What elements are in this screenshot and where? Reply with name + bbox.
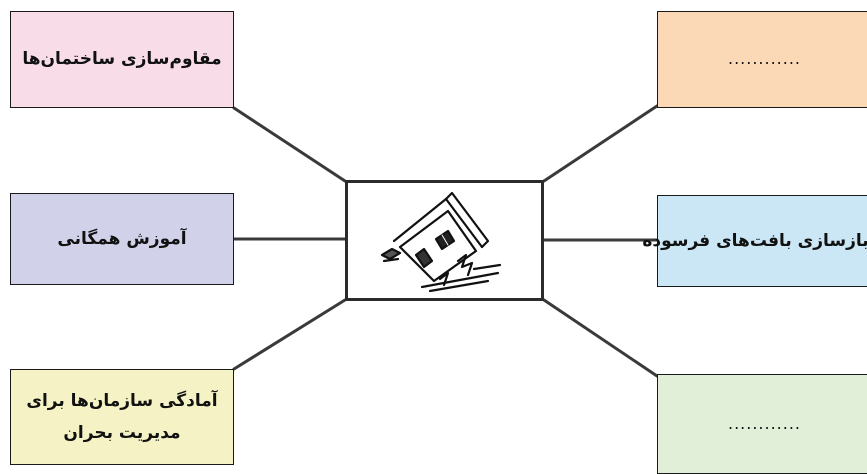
box-worn-fabric-renovation: بازسازی بافت‌های فرسوده <box>642 195 867 287</box>
box-building-retrofitting: مقاوم‌سازی ساختمان‌ها <box>10 11 234 108</box>
box-building-retrofitting-label: مقاوم‌سازی ساختمان‌ها <box>22 49 222 70</box>
connector-bottom-left <box>232 298 347 371</box>
box-organizational-preparedness-line-2: مدیریت بحران <box>63 423 181 443</box>
connector-top-left <box>232 106 347 183</box>
box-public-education: آموزش همگانی <box>10 193 234 285</box>
collapsing-house-icon <box>380 191 502 293</box>
connector-bottom-right <box>542 298 659 378</box>
box-blank-bottom-right: ............ <box>657 374 867 474</box>
box-blank-top-right-placeholder: ............ <box>727 49 802 69</box>
box-blank-bottom-right-placeholder: ............ <box>727 413 802 433</box>
connector-top-right <box>542 104 659 183</box>
box-worn-fabric-renovation-label: بازسازی بافت‌های فرسوده <box>642 230 867 251</box>
box-blank-top-right: ............ <box>657 11 867 108</box>
box-organizational-preparedness-line-1: آمادگی سازمان‌ها برای <box>26 390 218 411</box>
box-public-education-label: آموزش همگانی <box>57 228 187 249</box>
box-organizational-preparedness: آمادگی سازمان‌ها برای مدیریت بحران <box>10 369 234 465</box>
center-earthquake-box <box>345 180 544 301</box>
